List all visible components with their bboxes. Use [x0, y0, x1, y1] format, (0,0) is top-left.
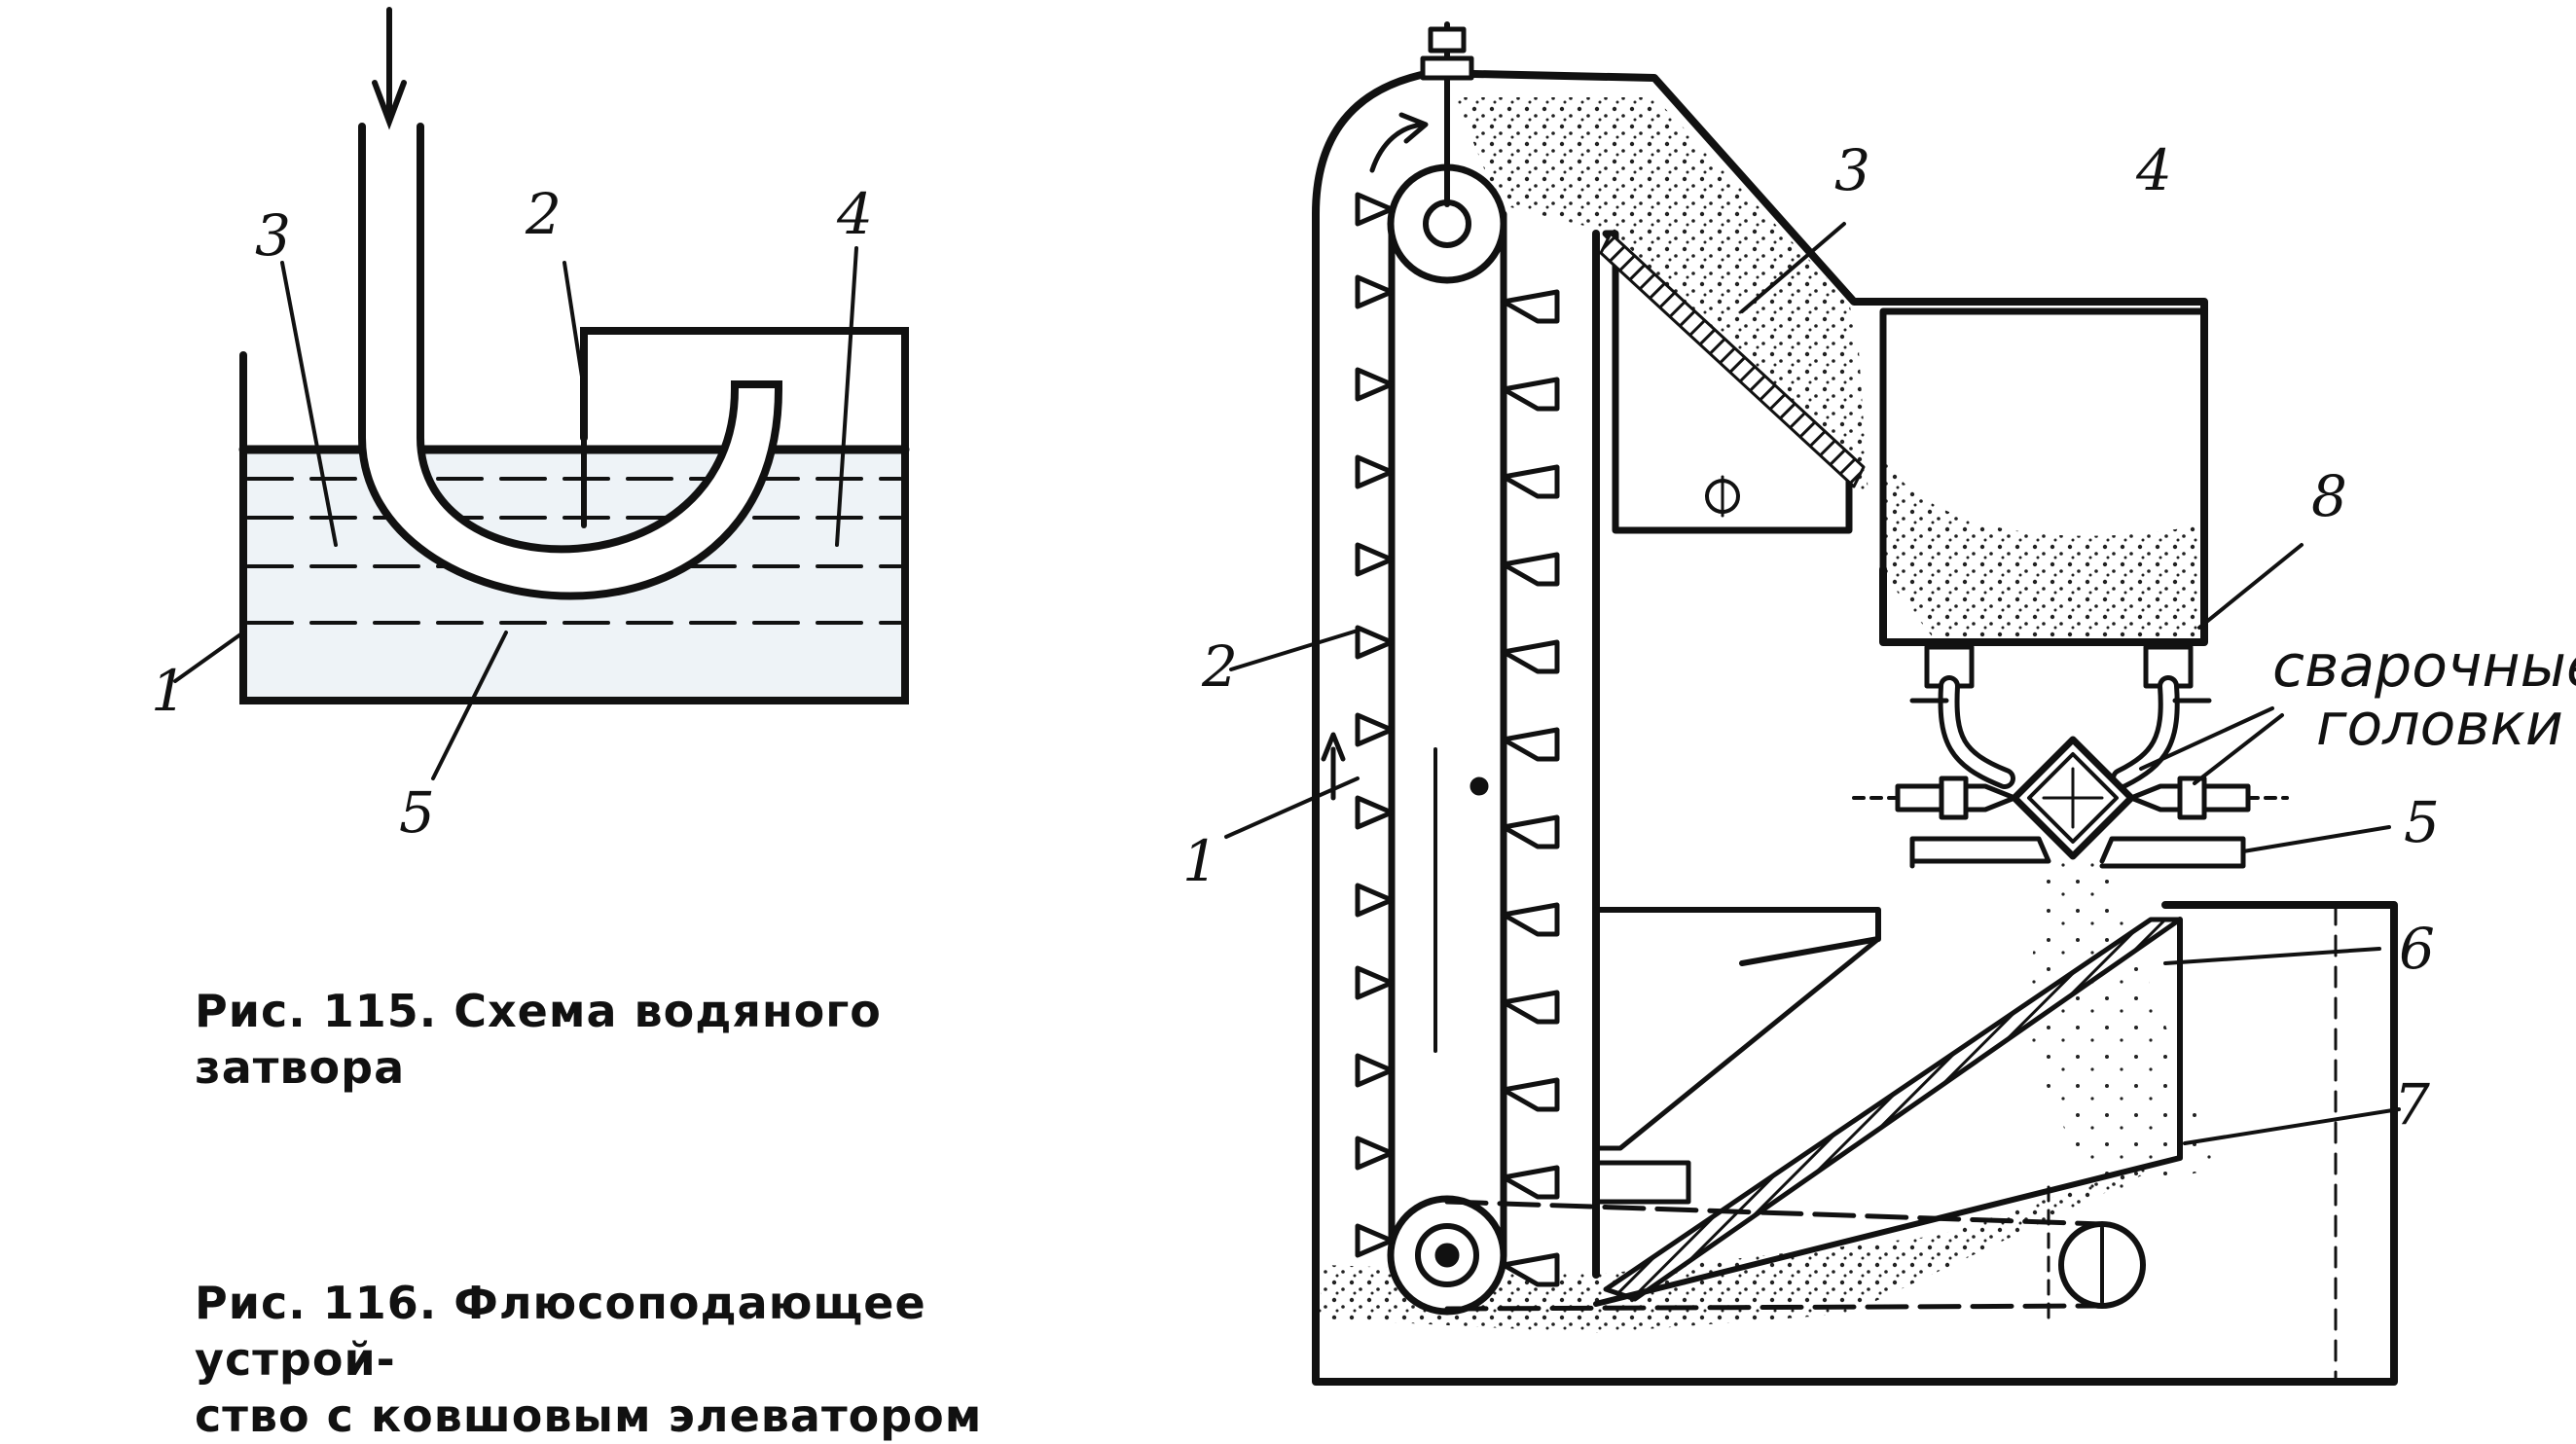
figure-116-caption-line-2: ство с ковшовым элеватором: [195, 1390, 983, 1442]
elevator-buckets-left: [1355, 192, 1395, 1258]
leader-6b: [2163, 947, 2381, 965]
mid-brace: [1593, 936, 1881, 1151]
label-1-feeder: 1: [1182, 828, 1218, 894]
figures-canvas: 1 2 3 4 5: [151, 7, 2576, 1386]
figure-116-caption-line-1: Рис. 116. Флюсоподающее устрой-: [195, 1277, 926, 1386]
label-5-feeder: 5: [2404, 789, 2440, 855]
figure-115-caption: Рис. 115. Схема водяного затвора: [195, 985, 882, 1094]
leader-5b: [2241, 825, 2391, 853]
belt-pin: [1469, 776, 1489, 796]
leader-1: [173, 631, 245, 683]
leader-3b: [1740, 222, 1846, 313]
leader-3: [280, 261, 338, 547]
leader-4: [835, 246, 858, 547]
tension-nut-top: [1428, 26, 1467, 54]
flux-top-region: [1455, 97, 1869, 496]
mid-platform: [1593, 907, 1881, 966]
hose-right-inner: [2116, 680, 2175, 784]
label-2-feeder: 2: [1201, 633, 1238, 700]
tension-nut: [1420, 55, 1474, 81]
label-7-feeder: 7: [2394, 1071, 2430, 1137]
vessel-1: [239, 327, 909, 704]
label-3: 3: [255, 202, 291, 269]
bottom-pulley-axle: [1434, 1243, 1460, 1268]
gas-inlet-arrowhead: [372, 80, 407, 130]
leader-2b: [1229, 629, 1360, 671]
leader-5: [431, 631, 508, 780]
figure-116-caption: Рис. 116. Флюсоподающее устрой- ство с к…: [195, 1275, 1119, 1444]
chute-3-surface: [1599, 232, 1866, 488]
label-4-feeder: 4: [2135, 137, 2172, 203]
workpiece-inner: [2027, 752, 2119, 844]
torch-right-collar: [2177, 776, 2207, 820]
label-3-feeder: 3: [1834, 137, 1870, 203]
leader-7b: [2183, 1107, 2401, 1145]
base-block: [1593, 1160, 1691, 1205]
elevator-buckets-right: [1501, 289, 1560, 1287]
flux-falling-stream: [2024, 856, 2219, 1197]
leader-heads-1: [2139, 706, 2274, 771]
rotation-arrow: [1369, 122, 1426, 173]
u-tube-5: [358, 123, 782, 600]
drive-belt-top: [1444, 1199, 2105, 1227]
hose-left-inner: [1942, 680, 2011, 784]
return-chute-frame: [1593, 917, 2183, 1307]
bottom-pulley-ring: [1415, 1223, 1479, 1287]
flux-feeder-diagram: [1224, 21, 2401, 1386]
flux-hopper-fill: [1883, 457, 2199, 642]
welding-heads-label-1: сварочные: [2272, 632, 2576, 701]
label-6-feeder: 6: [2399, 916, 2435, 982]
leader-2: [562, 261, 586, 391]
label-1: 1: [151, 658, 187, 724]
support-table-5: [1909, 836, 2051, 869]
support-table-5-right: [2099, 836, 2246, 869]
leader-1b: [1224, 776, 1360, 839]
welding-heads-label-2: головки: [2316, 691, 2563, 759]
label-8-feeder: 8: [2311, 463, 2347, 529]
belt-up-arrowhead: [1321, 732, 1346, 762]
leader-8b: [2197, 543, 2304, 630]
flux-feeder-labels: 2 1 3 4 8 5 6 7 сварочные головки: [1182, 137, 2576, 1137]
rotation-arrowhead: [1398, 112, 1429, 144]
flux-hopper-4: [1879, 307, 2208, 646]
water-seal-labels: 1 2 3 4 5: [151, 181, 873, 846]
leader-heads-2: [2193, 713, 2284, 785]
label-4: 4: [836, 181, 873, 247]
torch-left-collar: [1939, 776, 1969, 820]
water-seal-diagram: [173, 7, 910, 780]
drive-belt-bottom: [1444, 1303, 2105, 1312]
label-5: 5: [399, 779, 435, 846]
label-2: 2: [525, 181, 562, 247]
